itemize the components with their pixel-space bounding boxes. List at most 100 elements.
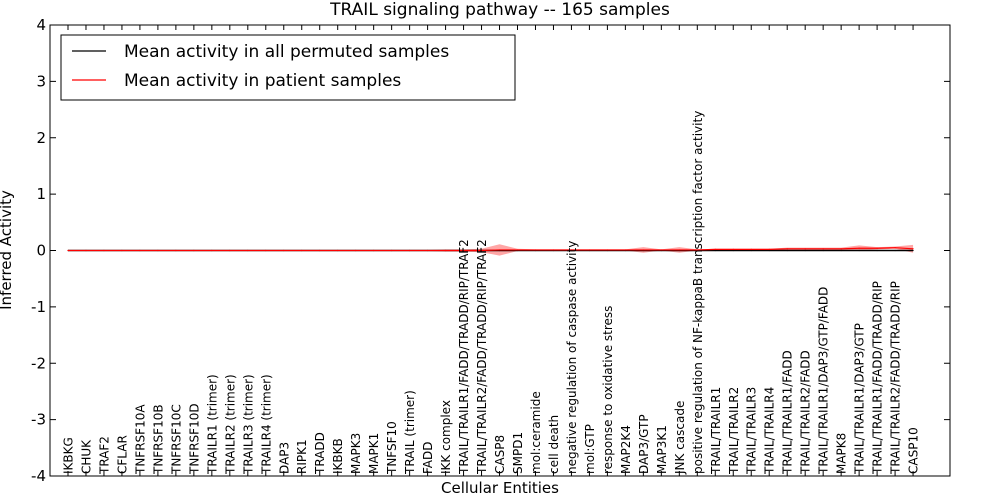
x-tick-label: TRAIL/TRAILR1/FADD/TRADD/RIP [871, 281, 885, 475]
point-patient-43 [840, 248, 842, 250]
point-patient-19 [409, 249, 411, 252]
y-axis-label: Inferred Activity [0, 190, 15, 310]
point-patient-45 [876, 247, 878, 249]
x-tick-label: DAP3/GTP [637, 414, 651, 474]
point-patient-28 [570, 249, 573, 251]
y-tick-label: 3 [36, 72, 46, 90]
point-patient-32 [642, 249, 644, 251]
x-tick-label: CASP8 [493, 435, 507, 474]
point-patient-16 [355, 249, 357, 252]
y-tick-label: -2 [31, 354, 46, 372]
y-tick-label: 0 [36, 242, 46, 260]
x-tick-label: TRAIL/TRAILR1/DAP3/GTP [853, 323, 867, 475]
point-patient-27 [552, 249, 555, 251]
point-patient-35 [696, 249, 698, 251]
point-patient-21 [444, 249, 447, 252]
x-tick-label: IKBKB [331, 438, 345, 474]
x-tick-label: TRAIL/TRAILR2 [727, 387, 741, 475]
point-patient-47 [912, 248, 914, 250]
legend-label-patient: Mean activity in patient samples [124, 71, 401, 91]
x-tick-label: TRADD [313, 432, 327, 475]
x-tick-label: CFLAR [115, 435, 129, 474]
x-tick-label: TRAIL/TRAILR2/FADD [799, 350, 813, 475]
point-patient-37 [732, 248, 734, 250]
point-patient-17 [373, 249, 375, 252]
x-tick-label: TRAIL (trimer) [403, 390, 417, 475]
x-tick-label: TRAIL/TRAILR2/FADD/TRADD/RIP [889, 281, 903, 475]
point-patient-42 [822, 248, 824, 250]
x-tick-label: cell death [547, 415, 561, 474]
x-tick-label: RIPK1 [295, 439, 309, 474]
point-permuted-39 [768, 249, 770, 252]
x-tick-label: MAP3K1 [655, 425, 669, 474]
x-tick-label: TRAIL/TRAILR1 [709, 387, 723, 475]
y-tick-label: -1 [31, 298, 46, 316]
x-tick-label: MAPK1 [367, 433, 381, 474]
x-tick-label: TNFSF10 [385, 421, 399, 475]
point-patient-15 [337, 249, 339, 252]
x-tick-label: TRAIL/TRAILR1/DAP3/GTP/FADD [817, 287, 831, 475]
point-patient-26 [534, 249, 537, 251]
x-tick-label: IKK complex [439, 400, 453, 474]
point-patient-7 [193, 249, 195, 252]
x-tick-label: TRAIL/TRAILR1/FADD/TRADD/RIP/TRAF2 [457, 239, 471, 475]
point-patient-40 [786, 248, 788, 250]
x-tick-label: JNK cascade [673, 401, 687, 475]
point-patient-0 [67, 249, 69, 252]
point-patient-20 [427, 249, 429, 252]
y-tick-label: 1 [36, 185, 46, 203]
point-patient-33 [660, 249, 662, 251]
legend-label-permuted: Mean activity in all permuted samples [124, 42, 449, 62]
x-axis-label: Cellular Entities [441, 479, 559, 497]
x-tick-label: TRAIL/TRAILR3 [745, 387, 759, 475]
point-patient-41 [804, 248, 806, 250]
y-tick-label: 4 [36, 16, 46, 34]
point-permuted-45 [876, 249, 878, 252]
point-permuted-37 [732, 249, 734, 252]
point-permuted-42 [822, 249, 824, 252]
chart-title: TRAIL signaling pathway -- 165 samples [329, 0, 670, 20]
x-tick-label: MAP2K4 [619, 425, 633, 474]
point-patient-5 [157, 249, 159, 252]
point-patient-13 [301, 249, 303, 252]
x-tick-label: mol:GTP [583, 424, 597, 474]
x-tick-label: MAPK3 [349, 433, 363, 474]
point-patient-8 [211, 249, 213, 252]
point-patient-14 [319, 249, 321, 252]
point-patient-22 [462, 249, 465, 252]
x-tick-label: TRAIL/TRAILR2/FADD/TRADD/RIP/TRAF2 [475, 239, 489, 475]
x-tick-label: negative regulation of caspase activity [565, 241, 579, 474]
x-tick-label: SMPD1 [511, 432, 525, 474]
point-patient-18 [391, 249, 393, 252]
point-permuted-38 [750, 249, 752, 252]
point-patient-34 [678, 249, 680, 251]
point-permuted-41 [804, 249, 806, 252]
y-tick-label: 2 [36, 129, 46, 147]
point-patient-46 [894, 247, 896, 249]
x-tick-label: TNFRSF10B [151, 404, 165, 475]
point-patient-1 [85, 249, 87, 252]
point-patient-4 [139, 249, 141, 252]
point-patient-9 [229, 249, 231, 252]
x-tick-label: TRAILR3 (trimer) [241, 374, 255, 475]
point-patient-25 [516, 249, 519, 251]
x-tick-label: TRAILR1 (trimer) [205, 374, 219, 475]
point-patient-24 [498, 249, 501, 251]
x-tick-label: TNFRSF10A [133, 404, 147, 475]
x-tick-label: mol:ceramide [529, 391, 543, 474]
series-line-patient [68, 247, 914, 252]
point-permuted-43 [840, 249, 842, 252]
x-tick-label: TRAF2 [97, 436, 111, 475]
point-permuted-47 [912, 249, 914, 252]
x-tick-label: CHUK [79, 439, 93, 474]
point-patient-29 [588, 249, 591, 251]
point-patient-11 [265, 249, 267, 252]
x-tick-label: TRAILR4 (trimer) [259, 374, 273, 475]
legend: Mean activity in all permuted samples Me… [60, 34, 516, 101]
point-patient-39 [768, 248, 770, 250]
x-tick-label: TNFRSF10D [187, 403, 201, 475]
point-permuted-36 [714, 249, 716, 252]
point-permuted-44 [858, 249, 860, 252]
point-patient-2 [103, 249, 105, 252]
